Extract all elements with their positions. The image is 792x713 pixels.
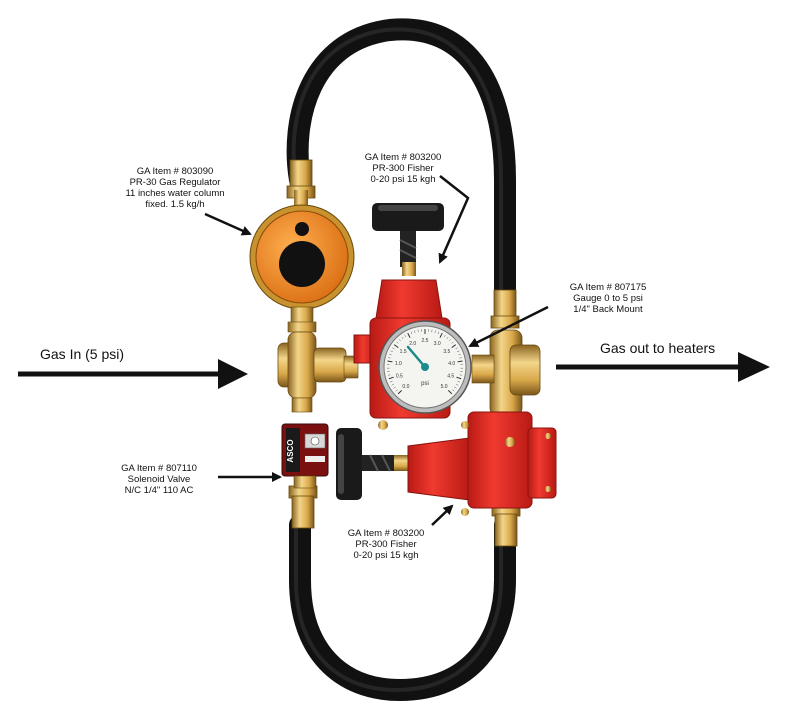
pr30-gas-regulator [249, 190, 355, 333]
fisher-regulator-bottom [336, 411, 557, 516]
gauge-minor-tick [455, 383, 459, 386]
label-line: PR-300 Fisher [372, 163, 434, 174]
gauge-tick [407, 332, 411, 338]
gauge-unit-label: psi [421, 381, 429, 387]
gauge-tick-label: 5.0 [441, 384, 448, 390]
gauge-minor-tick [434, 330, 436, 333]
gauge-tick [439, 332, 443, 338]
gauge-minor-tick [452, 389, 455, 392]
gauge-tick [387, 360, 393, 363]
label-line: fixed. 1.5 kg/h [145, 199, 205, 210]
gauge-minor-tick [401, 336, 404, 340]
gauge-tick [456, 376, 462, 380]
gauge-minor-tick [387, 374, 391, 376]
gauge-minor-tick [454, 386, 457, 389]
label-line: Gauge 0 to 5 psi [573, 293, 643, 304]
gauge-tick-label: 1.5 [400, 349, 407, 355]
gauge-tick-label: 2.0 [409, 341, 416, 347]
gauge-tick-label: 0.0 [402, 384, 409, 390]
hose-fitting-top-right [490, 289, 520, 329]
label-line: GA Item # 803090 [136, 166, 214, 177]
gauge-tick-label: 4.0 [448, 361, 455, 367]
gauge-minor-tick [451, 341, 454, 344]
gauge-minor-tick [457, 380, 460, 383]
label-line: 11 inches water column [125, 188, 225, 199]
gauge-tick-label: 1.0 [395, 361, 402, 367]
gauge-minor-tick [457, 350, 460, 353]
gas-out-label: Gas out to heaters [600, 340, 716, 356]
gauge-minor-tick [446, 336, 449, 340]
solenoid-valve: ASCO [281, 423, 329, 489]
label-line: GA Item # 803200 [364, 152, 442, 163]
gauge-minor-tick [393, 386, 396, 389]
label-pr30-regulator: GA Item # 803090 PR-30 Gas Regulator 11 … [110, 166, 240, 210]
gauge-tick [451, 344, 457, 349]
callout-arrow-regulator [204, 212, 252, 236]
gauge-minor-tick [449, 339, 452, 342]
gauge-minor-tick [390, 380, 393, 383]
label-fisher-top: GA Item # 803200 PR-300 Fisher 0-20 psi … [343, 152, 463, 185]
solenoid-brand-label: ASCO [286, 439, 295, 462]
gauge-minor-tick [455, 347, 458, 350]
hose-fitting-bottom-right [491, 503, 521, 547]
label-line: PR-30 Gas Regulator [129, 177, 221, 188]
label-line: Solenoid Valve [127, 474, 191, 485]
label-line: N/C 1/4" 110 AC [124, 485, 194, 496]
callout-arrow-fisher-top [438, 175, 470, 264]
gauge-minor-tick [396, 341, 399, 344]
gauge-minor-tick [437, 331, 440, 335]
gauge-tick-label: 4.5 [447, 373, 454, 379]
gas-out-arrow [556, 352, 770, 382]
gauge-minor-tick [459, 374, 463, 376]
gauge-minor-tick [414, 330, 416, 333]
gauge-tick-label: 2.5 [422, 338, 429, 344]
label-gauge: GA Item # 807175 Gauge 0 to 5 psi 1/4" B… [548, 282, 668, 315]
gauge-minor-tick [391, 383, 395, 386]
label-line: 0-20 psi 15 kgh [353, 550, 419, 561]
gauge-tick-label: 0.5 [396, 373, 403, 379]
gauge-tick [393, 344, 399, 349]
gauge-tick [447, 389, 453, 395]
gauge-tick-label: 3.5 [443, 349, 450, 355]
gauge-tick [397, 389, 403, 395]
gauge-needle [406, 345, 427, 369]
gauge-minor-tick [389, 353, 392, 356]
label-solenoid: GA Item # 807110 Solenoid Valve N/C 1/4"… [104, 463, 214, 496]
pressure-gauge: 0.0 0.5 1.0 1.52.0 2.5 3.03.5 4.0 4.5 5.0 psi [378, 320, 472, 414]
gauge-minor-tick [390, 350, 393, 353]
callout-arrow-gauge [468, 305, 549, 348]
label-line: 1/4" Back Mount [573, 304, 643, 315]
gauge-tick [457, 360, 463, 363]
gauge-minor-tick [410, 331, 413, 335]
label-line: GA Item # 807110 [121, 463, 197, 474]
label-line: GA Item # 803200 [347, 528, 425, 539]
gauge-minor-tick [398, 339, 401, 342]
left-brass-tee [277, 331, 359, 413]
gas-in-arrow [18, 359, 248, 389]
gauge-minor-tick [392, 347, 395, 350]
label-line: GA Item # 807175 [569, 282, 647, 293]
gauge-scale: 0.0 0.5 1.0 1.52.0 2.5 3.03.5 4.0 4.5 5.0 [387, 329, 463, 395]
gauge-minor-tick [459, 357, 462, 359]
hose-fitting-bottom-left [288, 485, 318, 529]
gauge-minor-tick [404, 334, 407, 338]
gauge-tick [388, 376, 394, 380]
gas-in-label: Gas In (5 psi) [40, 346, 125, 362]
label-line: PR-300 Fisher [355, 539, 417, 550]
gauge-minor-tick [443, 334, 446, 338]
gauge-minor-tick [395, 389, 398, 392]
gauge-minor-tick [388, 357, 391, 359]
gauge-tick-label: 3.0 [434, 341, 441, 347]
callout-arrow-fisher-bottom [431, 504, 454, 526]
label-line: 0-20 psi 15 kgh [370, 174, 436, 185]
label-fisher-bottom: GA Item # 803200 PR-300 Fisher 0-20 psi … [326, 528, 446, 561]
gauge-minor-tick [458, 353, 461, 356]
hose [286, 18, 516, 702]
